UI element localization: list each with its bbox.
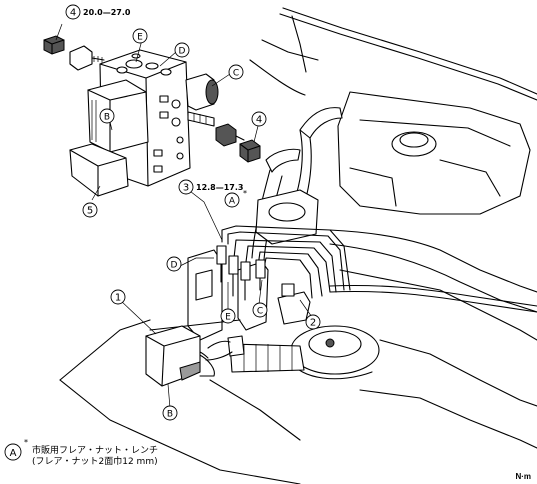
svg-text:5: 5 (87, 206, 93, 217)
callout-c-hcu: C (228, 64, 244, 80)
leader-lines (55, 23, 315, 409)
svg-text:D: D (171, 261, 178, 271)
callout-a-tool: A * (224, 189, 247, 208)
tool-note-line1: 市販用フレア・ナット・レンチ (32, 446, 159, 456)
callout-e-pipe: E (220, 308, 236, 324)
svg-text:A: A (10, 448, 17, 459)
callout-e-hcu: E (132, 28, 148, 44)
callout-b-hcu: B (99, 108, 115, 124)
engine-bay (249, 7, 537, 449)
svg-text:3: 3 (183, 183, 189, 194)
callout-4-top: 4 (65, 4, 81, 20)
svg-text:B: B (167, 410, 173, 420)
callout-1: 1 (110, 289, 126, 305)
torque-nut-4: 20.0—27.0 (83, 8, 131, 17)
callout-d-hcu: D (174, 42, 190, 58)
svg-text:E: E (137, 33, 143, 43)
tool-note-line2: (フレア・ナット2面巾12 mm) (32, 457, 158, 467)
tool-note: 市販用フレア・ナット・レンチ (フレア・ナット2面巾12 mm) (32, 446, 158, 468)
callout-d-pipe: D (166, 256, 182, 272)
callout-5: 5 (82, 202, 98, 218)
callout-2: 2 (305, 314, 321, 330)
callout-c-pipe: C (252, 302, 268, 318)
abs-module-lower (145, 325, 215, 387)
svg-text:*: * (24, 438, 28, 447)
svg-text:1: 1 (115, 293, 121, 304)
svg-text:D: D (179, 47, 186, 57)
svg-text:4: 4 (70, 8, 76, 19)
svg-text:E: E (225, 313, 231, 323)
svg-text:*: * (243, 189, 247, 198)
svg-text:C: C (257, 307, 263, 317)
legend-a-symbol: A * (4, 438, 28, 461)
torque-flare-3: 12.8—17.3 (196, 183, 243, 192)
torque-unit: N·m (515, 472, 531, 481)
svg-text:A: A (229, 197, 236, 207)
brake-pipes (216, 225, 351, 301)
svg-text:C: C (233, 69, 239, 79)
callout-4-right: 4 (251, 111, 267, 127)
hcu-assembly (43, 35, 261, 197)
svg-text:B: B (104, 113, 110, 123)
callout-b-bracket: B (162, 405, 178, 421)
svg-text:4: 4 (256, 115, 262, 126)
callout-3: 3 (178, 179, 194, 195)
svg-text:2: 2 (310, 318, 316, 329)
